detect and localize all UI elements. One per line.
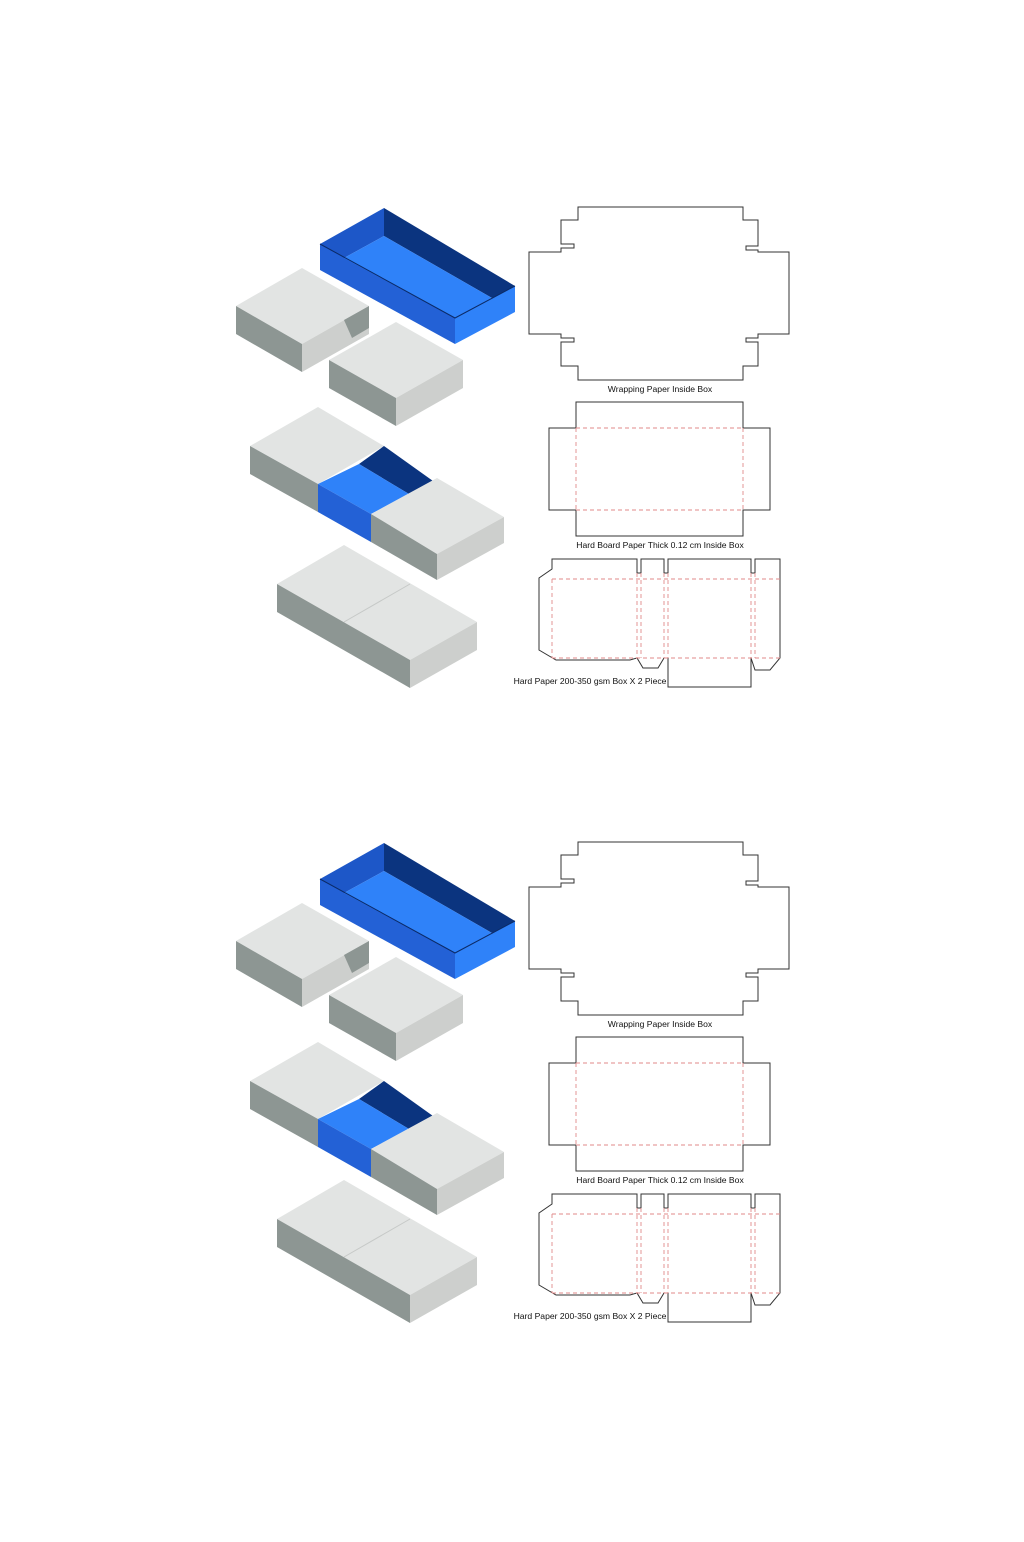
hard-paper-label: Hard Paper 200-350 gsm Box X 2 Piece xyxy=(514,1311,667,1321)
panel-1: Wrapping Paper Inside Box Hard Board Pap… xyxy=(235,206,790,689)
wrapping-paper-label: Wrapping Paper Inside Box xyxy=(608,384,713,394)
hard-board-label: Hard Board Paper Thick 0.12 cm Inside Bo… xyxy=(576,540,744,550)
hard-board-label: Hard Board Paper Thick 0.12 cm Inside Bo… xyxy=(576,1175,744,1185)
hard-paper-label: Hard Paper 200-350 gsm Box X 2 Piece xyxy=(514,676,667,686)
panel-2-artwork xyxy=(235,841,790,1324)
panel-2: Wrapping Paper Inside Box Hard Board Pap… xyxy=(235,841,790,1324)
wrapping-paper-label: Wrapping Paper Inside Box xyxy=(608,1019,713,1029)
panel-1-artwork xyxy=(235,206,790,689)
